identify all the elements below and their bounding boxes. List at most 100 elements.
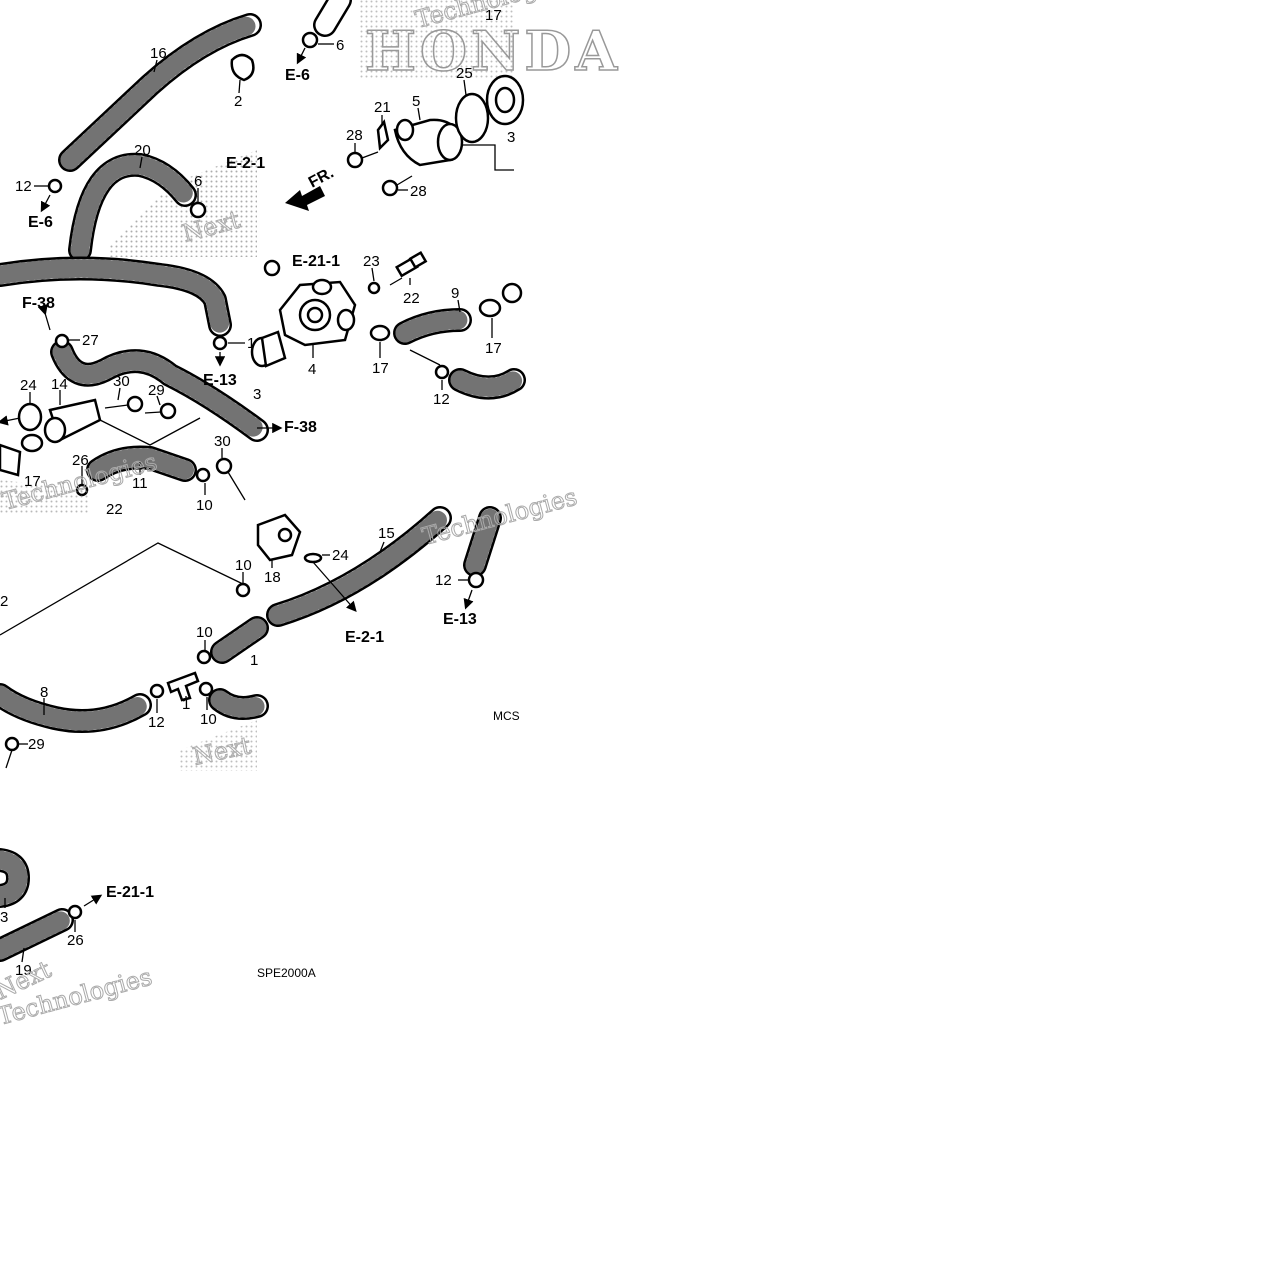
label-30-c: 30 xyxy=(113,373,130,390)
ref-e2-1-f: E-2-1 xyxy=(345,629,384,646)
clamp-13-c xyxy=(212,335,228,351)
clamp-26-g xyxy=(67,904,83,920)
hose-long-c xyxy=(50,340,269,442)
label-8: 8 xyxy=(40,684,48,701)
thermostat-cover-5 xyxy=(393,118,464,167)
ref-e13-c: E-13 xyxy=(203,372,237,389)
label-24-c: 24 xyxy=(20,377,37,394)
hose-lower-e xyxy=(208,688,269,720)
tile-mid-right: 23 22 9 17 17 4 12 E-21-1 xyxy=(250,250,526,408)
hose-3 xyxy=(0,848,30,908)
label-28-a: 28 xyxy=(346,127,363,144)
ref-f38-b: F-38 xyxy=(284,419,317,436)
hose-17-top xyxy=(313,0,352,37)
label-1x-e: 1 xyxy=(250,652,258,669)
bolt-30-c2 xyxy=(215,457,246,501)
hose-8 xyxy=(0,683,152,734)
joint-14 xyxy=(43,398,102,444)
label-12-e: 12 xyxy=(148,714,165,731)
label-17-c: 17 xyxy=(24,473,41,490)
clamp-17-c xyxy=(20,433,44,453)
tile-top-left: 16 2 20 6 12 E-6 E-2-1 Next xyxy=(15,13,265,262)
label-3-c: 3 xyxy=(253,386,261,403)
label-2: 2 xyxy=(234,93,242,110)
clamp-17-d2 xyxy=(478,298,502,318)
hose-9 xyxy=(393,308,472,345)
ref-e21-1-g: E-21-1 xyxy=(106,884,154,901)
label-14: 14 xyxy=(51,376,68,393)
pipe-partial-c xyxy=(0,443,22,477)
bolt-28-b xyxy=(381,175,413,197)
clamp-12-e xyxy=(149,683,165,699)
hose-upper-e xyxy=(210,616,269,664)
ref-e2-1: E-2-1 xyxy=(226,155,265,172)
fitting-13-d xyxy=(250,330,287,368)
honda-logo: HONDA xyxy=(365,19,621,83)
clamp-2 xyxy=(230,53,255,82)
clamp-10-e3 xyxy=(198,681,214,697)
label-18: 18 xyxy=(264,569,281,586)
label-28-b: 28 xyxy=(410,183,427,200)
ref-e21-1-d: E-21-1 xyxy=(292,253,340,270)
label-22-c: 22 xyxy=(106,501,123,518)
temp-sensor-22 xyxy=(389,250,428,286)
label-5: 5 xyxy=(412,93,420,110)
hose-19 xyxy=(0,908,74,962)
clamp-12-f xyxy=(467,571,485,589)
label-16: 16 xyxy=(150,45,167,62)
label-9: 9 xyxy=(451,285,459,302)
clamp-6-b xyxy=(301,31,319,49)
label-25: 25 xyxy=(456,65,473,82)
clamp-27 xyxy=(54,333,70,349)
label-1: 1 xyxy=(182,696,190,713)
label-6: 6 xyxy=(194,173,202,190)
clamp-12 xyxy=(47,178,63,194)
label-3-top: 3 xyxy=(507,129,515,146)
o-ring-25 xyxy=(454,92,490,144)
label-10-e1: 10 xyxy=(235,557,252,574)
label-11: 11 xyxy=(132,475,148,492)
label-12: 12 xyxy=(15,178,32,195)
tee-joint-1 xyxy=(166,671,200,702)
clamp-12-d xyxy=(434,364,450,380)
hose-16 xyxy=(58,13,262,172)
label-12-f: 12 xyxy=(435,572,452,589)
hose-11 xyxy=(86,445,197,482)
clamp-10-e1 xyxy=(235,582,251,598)
tile-mid-left: F-38 27 13 E-13 24 14 30 29 3 30 26 11 1… xyxy=(0,256,317,518)
thermostat-housing-4 xyxy=(278,278,357,347)
label-17-d: 17 xyxy=(372,360,389,377)
label-20: 20 xyxy=(134,142,151,159)
label-26-g: 26 xyxy=(67,932,84,949)
label-26-c: 26 xyxy=(72,452,89,469)
ref-e6-b: E-6 xyxy=(285,67,310,84)
hose-lower-right-d xyxy=(448,368,526,400)
clamp-10-e2 xyxy=(196,649,212,665)
thermostat-3 xyxy=(485,74,525,126)
housing-18 xyxy=(256,513,302,562)
label-27: 27 xyxy=(82,332,99,349)
hose-right-top-f xyxy=(463,506,502,577)
label-15: 15 xyxy=(378,525,395,542)
bolt-29-c xyxy=(144,402,177,420)
label-10-e3: 10 xyxy=(200,711,217,728)
washer-23 xyxy=(367,281,381,295)
label-10-c: 10 xyxy=(196,497,213,514)
hose-15 xyxy=(266,506,452,627)
o-ring-24-f xyxy=(303,552,323,564)
bolt-28-a xyxy=(346,151,379,169)
label-29-c: 29 xyxy=(148,382,165,399)
ref-e13-f: E-13 xyxy=(443,611,477,628)
tile-bottom-left: 10 10 10 12 1 8 29 2 1 Next xyxy=(0,542,269,771)
label-6-b: 6 xyxy=(336,37,344,54)
label-10-e2: 10 xyxy=(196,624,213,641)
code-mcs: MCS xyxy=(493,709,520,723)
clamp-6 xyxy=(189,201,207,219)
label-24-f: 24 xyxy=(332,547,349,564)
label-21: 21 xyxy=(374,99,391,116)
label-22: 22 xyxy=(403,290,420,307)
code-spe: SPE2000A xyxy=(257,966,316,980)
hose-top-c xyxy=(0,256,232,337)
label-17-d2: 17 xyxy=(485,340,502,357)
